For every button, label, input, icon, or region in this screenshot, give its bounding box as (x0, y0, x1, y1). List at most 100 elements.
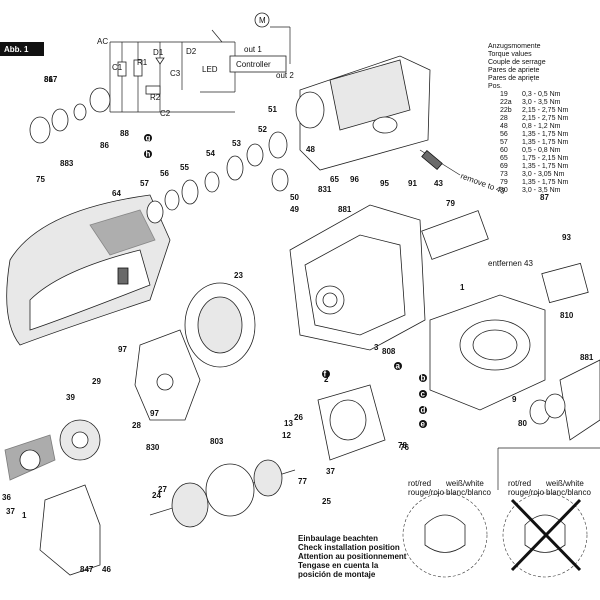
torque-pos: 48 (500, 123, 508, 130)
circuit-c1: C1 (112, 63, 123, 72)
wire-right-left-line1: rot/red (508, 479, 531, 488)
wire-left-line1: rot/red (408, 479, 431, 488)
part-number: 39 (66, 393, 75, 402)
circuit-out2: out 2 (276, 71, 294, 80)
connection-letter: e (419, 420, 427, 429)
part-number: 12 (282, 431, 291, 440)
front-cap (39, 484, 101, 576)
part-number: 2 (324, 375, 329, 384)
install-note-de: Einbaulage beachten (298, 534, 378, 543)
part-number: 23 (234, 271, 243, 280)
svg-text:e: e (421, 420, 426, 429)
ring-stack (146, 131, 289, 224)
field-coil (317, 384, 386, 461)
part-number: 88 (120, 129, 129, 138)
torque-value: 1,75 - 2,15 Nm (522, 155, 568, 162)
torque-heading-fr: Couple de serrage (488, 59, 546, 66)
circuit-led: LED (202, 65, 218, 74)
circuit-ac-label: AC (97, 37, 108, 46)
torque-heading-pl: Pares de aprięte (488, 75, 539, 82)
part-number: 80 (518, 419, 527, 428)
gear-cage (184, 282, 256, 368)
connection-letter: b (419, 374, 427, 383)
circuit-controller: Controller (236, 60, 271, 69)
torque-value: 0,3 - 0,5 Nm (522, 91, 561, 98)
part-number: 87 (540, 193, 549, 202)
part-number: 53 (232, 139, 241, 148)
circuit-r1: R1 (137, 58, 148, 67)
part-number: 37 (326, 467, 335, 476)
part-number: 24 (152, 491, 161, 500)
part-number: 79 (446, 199, 455, 208)
torque-pos: 73 (500, 171, 508, 178)
part-number: 830 (146, 443, 160, 452)
part-number: 36 (2, 493, 11, 502)
svg-text:d: d (421, 406, 426, 415)
part-number: 55 (180, 163, 189, 172)
part-number: 65 (330, 175, 339, 184)
install-note-es1: Tengase en cuenta la (298, 561, 379, 570)
circuit-d2: D2 (186, 47, 197, 56)
gear-plate (134, 329, 201, 421)
remove-note-2: entfernen 43 (488, 259, 533, 268)
torque-value: 3,0 - 3,5 Nm (522, 187, 561, 194)
part-number: 867 (44, 75, 58, 84)
torque-pos: 65 (500, 155, 508, 162)
part-number: 96 (350, 175, 359, 184)
install-note-en: Check installation position (298, 543, 400, 552)
torque-pos: 60 (500, 147, 508, 154)
part-number: 831 (318, 185, 332, 194)
torque-value: 1,35 - 1,75 Nm (522, 131, 568, 138)
part-number: 26 (294, 413, 303, 422)
torque-value: 1,35 - 1,75 Nm (522, 179, 568, 186)
wire-mid-line1: weiß/white (445, 479, 484, 488)
part-number: 27 (158, 485, 167, 494)
part-number: 46 (102, 565, 111, 574)
part-number: 97 (150, 409, 159, 418)
install-note-fr: Attention au positionnement (298, 552, 407, 561)
torque-pos: 57 (500, 139, 508, 146)
torque-pos: 79 (500, 179, 508, 186)
svg-text:h: h (146, 150, 151, 159)
part-number: 50 (290, 193, 299, 202)
part-number: 810 (560, 311, 574, 320)
torque-heading-en: Torque values (488, 51, 532, 58)
part-number: 847 (80, 565, 94, 574)
torque-pos: 22a (500, 99, 512, 106)
wire-right-mid-line2: blanc/blanco (546, 488, 591, 497)
connection-letter: g (144, 134, 152, 143)
torque-value: 2,15 - 2,75 Nm (522, 115, 568, 122)
part-number: 25 (322, 497, 331, 506)
brush-holder (421, 210, 589, 304)
blade-clamp-stack (29, 87, 111, 144)
circuit-diagram: AC C1 R1 D1 D2 C3 LED R2 C2 M Controller… (97, 12, 294, 118)
torque-pos: 69 (500, 163, 508, 170)
fan-shroud (529, 359, 600, 441)
part-number: 43 (434, 179, 443, 188)
torque-table: Anzugsmomente Torque values Couple de se… (488, 43, 568, 194)
motor-housing (295, 55, 461, 176)
part-number: 52 (258, 125, 267, 134)
figure-tag: Abb. 1 (0, 42, 44, 56)
part-number: 81 (44, 75, 53, 84)
armature (149, 459, 296, 528)
svg-text:a: a (396, 362, 401, 371)
svg-text:f: f (324, 370, 327, 379)
part-number: 97 (118, 345, 127, 354)
install-note: Einbaulage beachten Check installation p… (298, 534, 407, 579)
part-number: 57 (140, 179, 149, 188)
wire-mid-line2: blanc/blanco (446, 488, 491, 497)
torque-heading-de: Anzugsmomente (488, 43, 541, 50)
circuit-c2: C2 (160, 109, 171, 118)
wire-right-left-line2: rouge/rojo (508, 488, 545, 497)
circuit-out1: out 1 (244, 45, 262, 54)
part-number: 64 (112, 189, 121, 198)
connection-letter: d (419, 406, 427, 415)
part-number: 91 (408, 179, 417, 188)
part-number: 881 (580, 353, 594, 362)
part-number: 37 (6, 507, 15, 516)
